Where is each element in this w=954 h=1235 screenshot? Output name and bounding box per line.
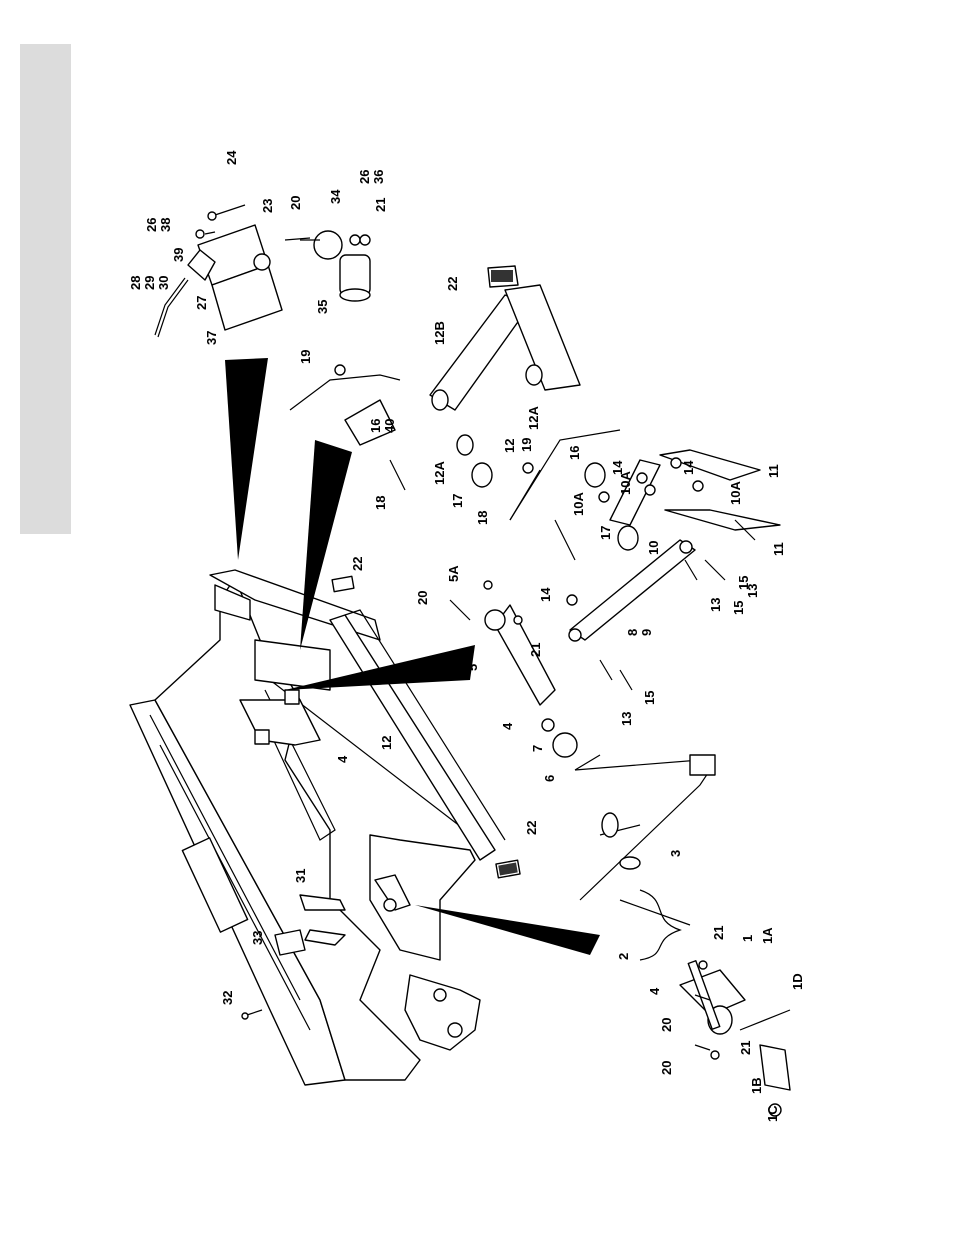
- label-8: 8: [625, 629, 640, 636]
- label-16: 16: [368, 419, 383, 433]
- label-13: 13: [745, 584, 760, 598]
- label-17-b: 17: [598, 526, 613, 540]
- label-10A-b: 10A: [618, 471, 633, 495]
- label-20: 20: [288, 196, 303, 210]
- label-14-b: 14: [681, 460, 696, 475]
- label-11: 11: [766, 464, 781, 478]
- label-4: 4: [500, 722, 515, 730]
- label-22-c: 22: [524, 821, 539, 835]
- label-10A-c: 10A: [728, 481, 743, 505]
- label-21-d: 21: [738, 1041, 753, 1055]
- label-16-b: 16: [567, 446, 582, 460]
- spring-assembly: [600, 813, 790, 1116]
- label-14-c: 14: [538, 587, 553, 602]
- label-12: 12: [502, 439, 517, 453]
- label-11-b: 11: [771, 542, 786, 556]
- label-2: 2: [616, 953, 631, 960]
- label-35: 35: [315, 300, 330, 314]
- label-13-b: 13: [619, 712, 634, 726]
- label-9: 9: [639, 629, 654, 636]
- label-38: 38: [158, 218, 173, 232]
- label-1D: 1D: [790, 973, 805, 990]
- label-3: 3: [668, 850, 683, 857]
- label-4-b: 4: [335, 755, 350, 763]
- label-7: 7: [530, 745, 545, 752]
- label-31: 31: [293, 869, 308, 883]
- label-28: 28: [128, 276, 143, 290]
- label-12A: 12A: [432, 461, 447, 485]
- label-5A: 5A: [446, 565, 461, 582]
- label-21: 21: [373, 198, 388, 212]
- label-19: 19: [298, 350, 313, 364]
- label-17: 17: [450, 494, 465, 508]
- label-24: 24: [224, 150, 239, 165]
- label-34: 34: [328, 189, 343, 204]
- label-12B: 12B: [432, 321, 447, 345]
- label-19-b: 19: [519, 438, 534, 452]
- label-10A: 10A: [571, 492, 586, 516]
- label-15-b: 15: [642, 691, 657, 705]
- label-5: 5: [465, 664, 480, 671]
- label-36: 36: [371, 170, 386, 184]
- label-26: 26: [144, 218, 159, 232]
- label-26b: 26: [357, 170, 372, 184]
- label-12A-b: 12A: [526, 406, 541, 430]
- label-6: 6: [542, 775, 557, 782]
- label-20-d: 20: [659, 1061, 674, 1075]
- label-13-c: 13: [708, 598, 723, 612]
- label-22-b: 22: [350, 557, 365, 571]
- label-1: 1: [740, 935, 755, 942]
- label-37: 37: [204, 331, 219, 345]
- label-27: 27: [194, 296, 209, 310]
- label-10: 10: [646, 541, 661, 555]
- main-frame-assembly: [130, 570, 520, 1085]
- label-23: 23: [260, 199, 275, 213]
- label-4-c: 4: [647, 987, 662, 995]
- label-21-b: 21: [528, 643, 543, 657]
- label-15-c: 15: [731, 601, 746, 615]
- label-12-b: 12: [379, 736, 394, 750]
- label-30: 30: [156, 276, 171, 290]
- label-20-c: 20: [659, 1018, 674, 1032]
- label-18: 18: [373, 496, 388, 510]
- label-21-c: 21: [711, 926, 726, 940]
- label-1A: 1A: [760, 927, 775, 944]
- label-1C: 1C: [765, 1105, 780, 1122]
- label-1B: 1B: [749, 1077, 764, 1094]
- label-32: 32: [220, 991, 235, 1005]
- label-39: 39: [171, 248, 186, 262]
- label-18-b: 18: [475, 511, 490, 525]
- label-40: 40: [382, 419, 397, 433]
- actuator-cluster: [155, 205, 370, 337]
- label-29: 29: [142, 276, 157, 290]
- label-20-b: 20: [415, 591, 430, 605]
- label-33: 33: [250, 931, 265, 945]
- label-22: 22: [445, 277, 460, 291]
